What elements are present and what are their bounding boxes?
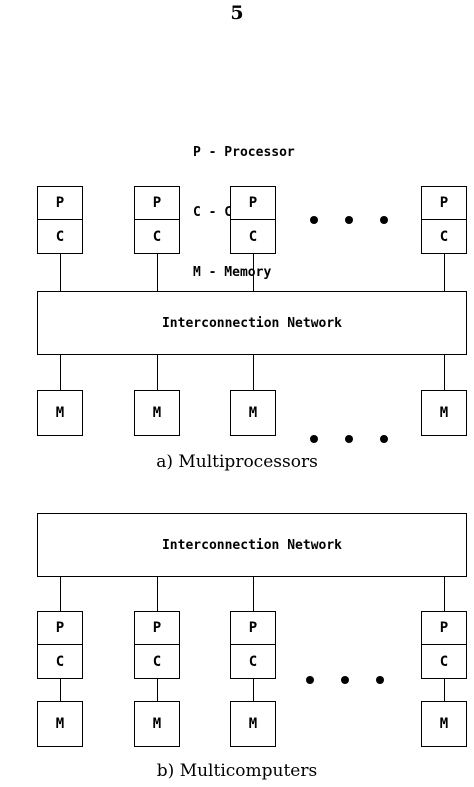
interconnection-network: Interconnection Network	[37, 291, 467, 355]
legend-memory: M - Memory	[193, 265, 272, 280]
cache-box: C	[439, 228, 449, 245]
connector-line	[444, 254, 445, 291]
caption-multiprocessors: a) Multiprocessors	[156, 452, 318, 472]
connector-line	[60, 577, 61, 611]
cache-box: C	[439, 653, 449, 670]
cache-box: C	[55, 228, 65, 245]
connector-line	[253, 254, 254, 291]
ellipsis-dot	[345, 435, 353, 443]
processor-cache-unit: P C	[230, 611, 276, 679]
processor-box: P	[135, 187, 179, 220]
memory-box: M	[421, 390, 467, 436]
connector-line	[157, 679, 158, 701]
page-number: 5	[230, 2, 244, 24]
connector-line	[253, 679, 254, 701]
processor-cache-unit: P C	[37, 611, 83, 679]
processor-box: P	[422, 187, 466, 220]
connector-line	[444, 577, 445, 611]
connector-line	[60, 679, 61, 701]
memory-box: M	[421, 701, 467, 747]
processor-cache-unit: P C	[230, 186, 276, 254]
ellipsis-dot	[310, 435, 318, 443]
cache-box: C	[152, 228, 162, 245]
connector-line	[444, 355, 445, 390]
processor-box: P	[135, 612, 179, 645]
processor-box: P	[38, 187, 82, 220]
cache-box: C	[248, 653, 258, 670]
connector-line	[157, 254, 158, 291]
connector-line	[60, 254, 61, 291]
processor-box: P	[231, 187, 275, 220]
connector-line	[157, 577, 158, 611]
processor-box: P	[38, 612, 82, 645]
processor-cache-unit: P C	[421, 611, 467, 679]
processor-cache-unit: P C	[134, 186, 180, 254]
processor-box: P	[231, 612, 275, 645]
ellipsis-dot	[345, 216, 353, 224]
interconnection-network: Interconnection Network	[37, 513, 467, 577]
connector-line	[60, 355, 61, 390]
processor-box: P	[422, 612, 466, 645]
connector-line	[444, 679, 445, 701]
connector-line	[253, 577, 254, 611]
connector-line	[253, 355, 254, 390]
ellipsis-dot	[376, 676, 384, 684]
legend-processor: P - Processor	[193, 145, 295, 160]
ellipsis-dot	[380, 435, 388, 443]
cache-box: C	[248, 228, 258, 245]
processor-cache-unit: P C	[421, 186, 467, 254]
ellipsis-dot	[341, 676, 349, 684]
memory-box: M	[37, 390, 83, 436]
cache-box: C	[55, 653, 65, 670]
ellipsis-dot	[306, 676, 314, 684]
processor-cache-unit: P C	[134, 611, 180, 679]
connector-line	[157, 355, 158, 390]
memory-box: M	[37, 701, 83, 747]
processor-cache-unit: P C	[37, 186, 83, 254]
memory-box: M	[134, 390, 180, 436]
ellipsis-dot	[310, 216, 318, 224]
cache-box: C	[152, 653, 162, 670]
memory-box: M	[134, 701, 180, 747]
ellipsis-dot	[380, 216, 388, 224]
memory-box: M	[230, 390, 276, 436]
memory-box: M	[230, 701, 276, 747]
caption-multicomputers: b) Multicomputers	[156, 761, 318, 781]
